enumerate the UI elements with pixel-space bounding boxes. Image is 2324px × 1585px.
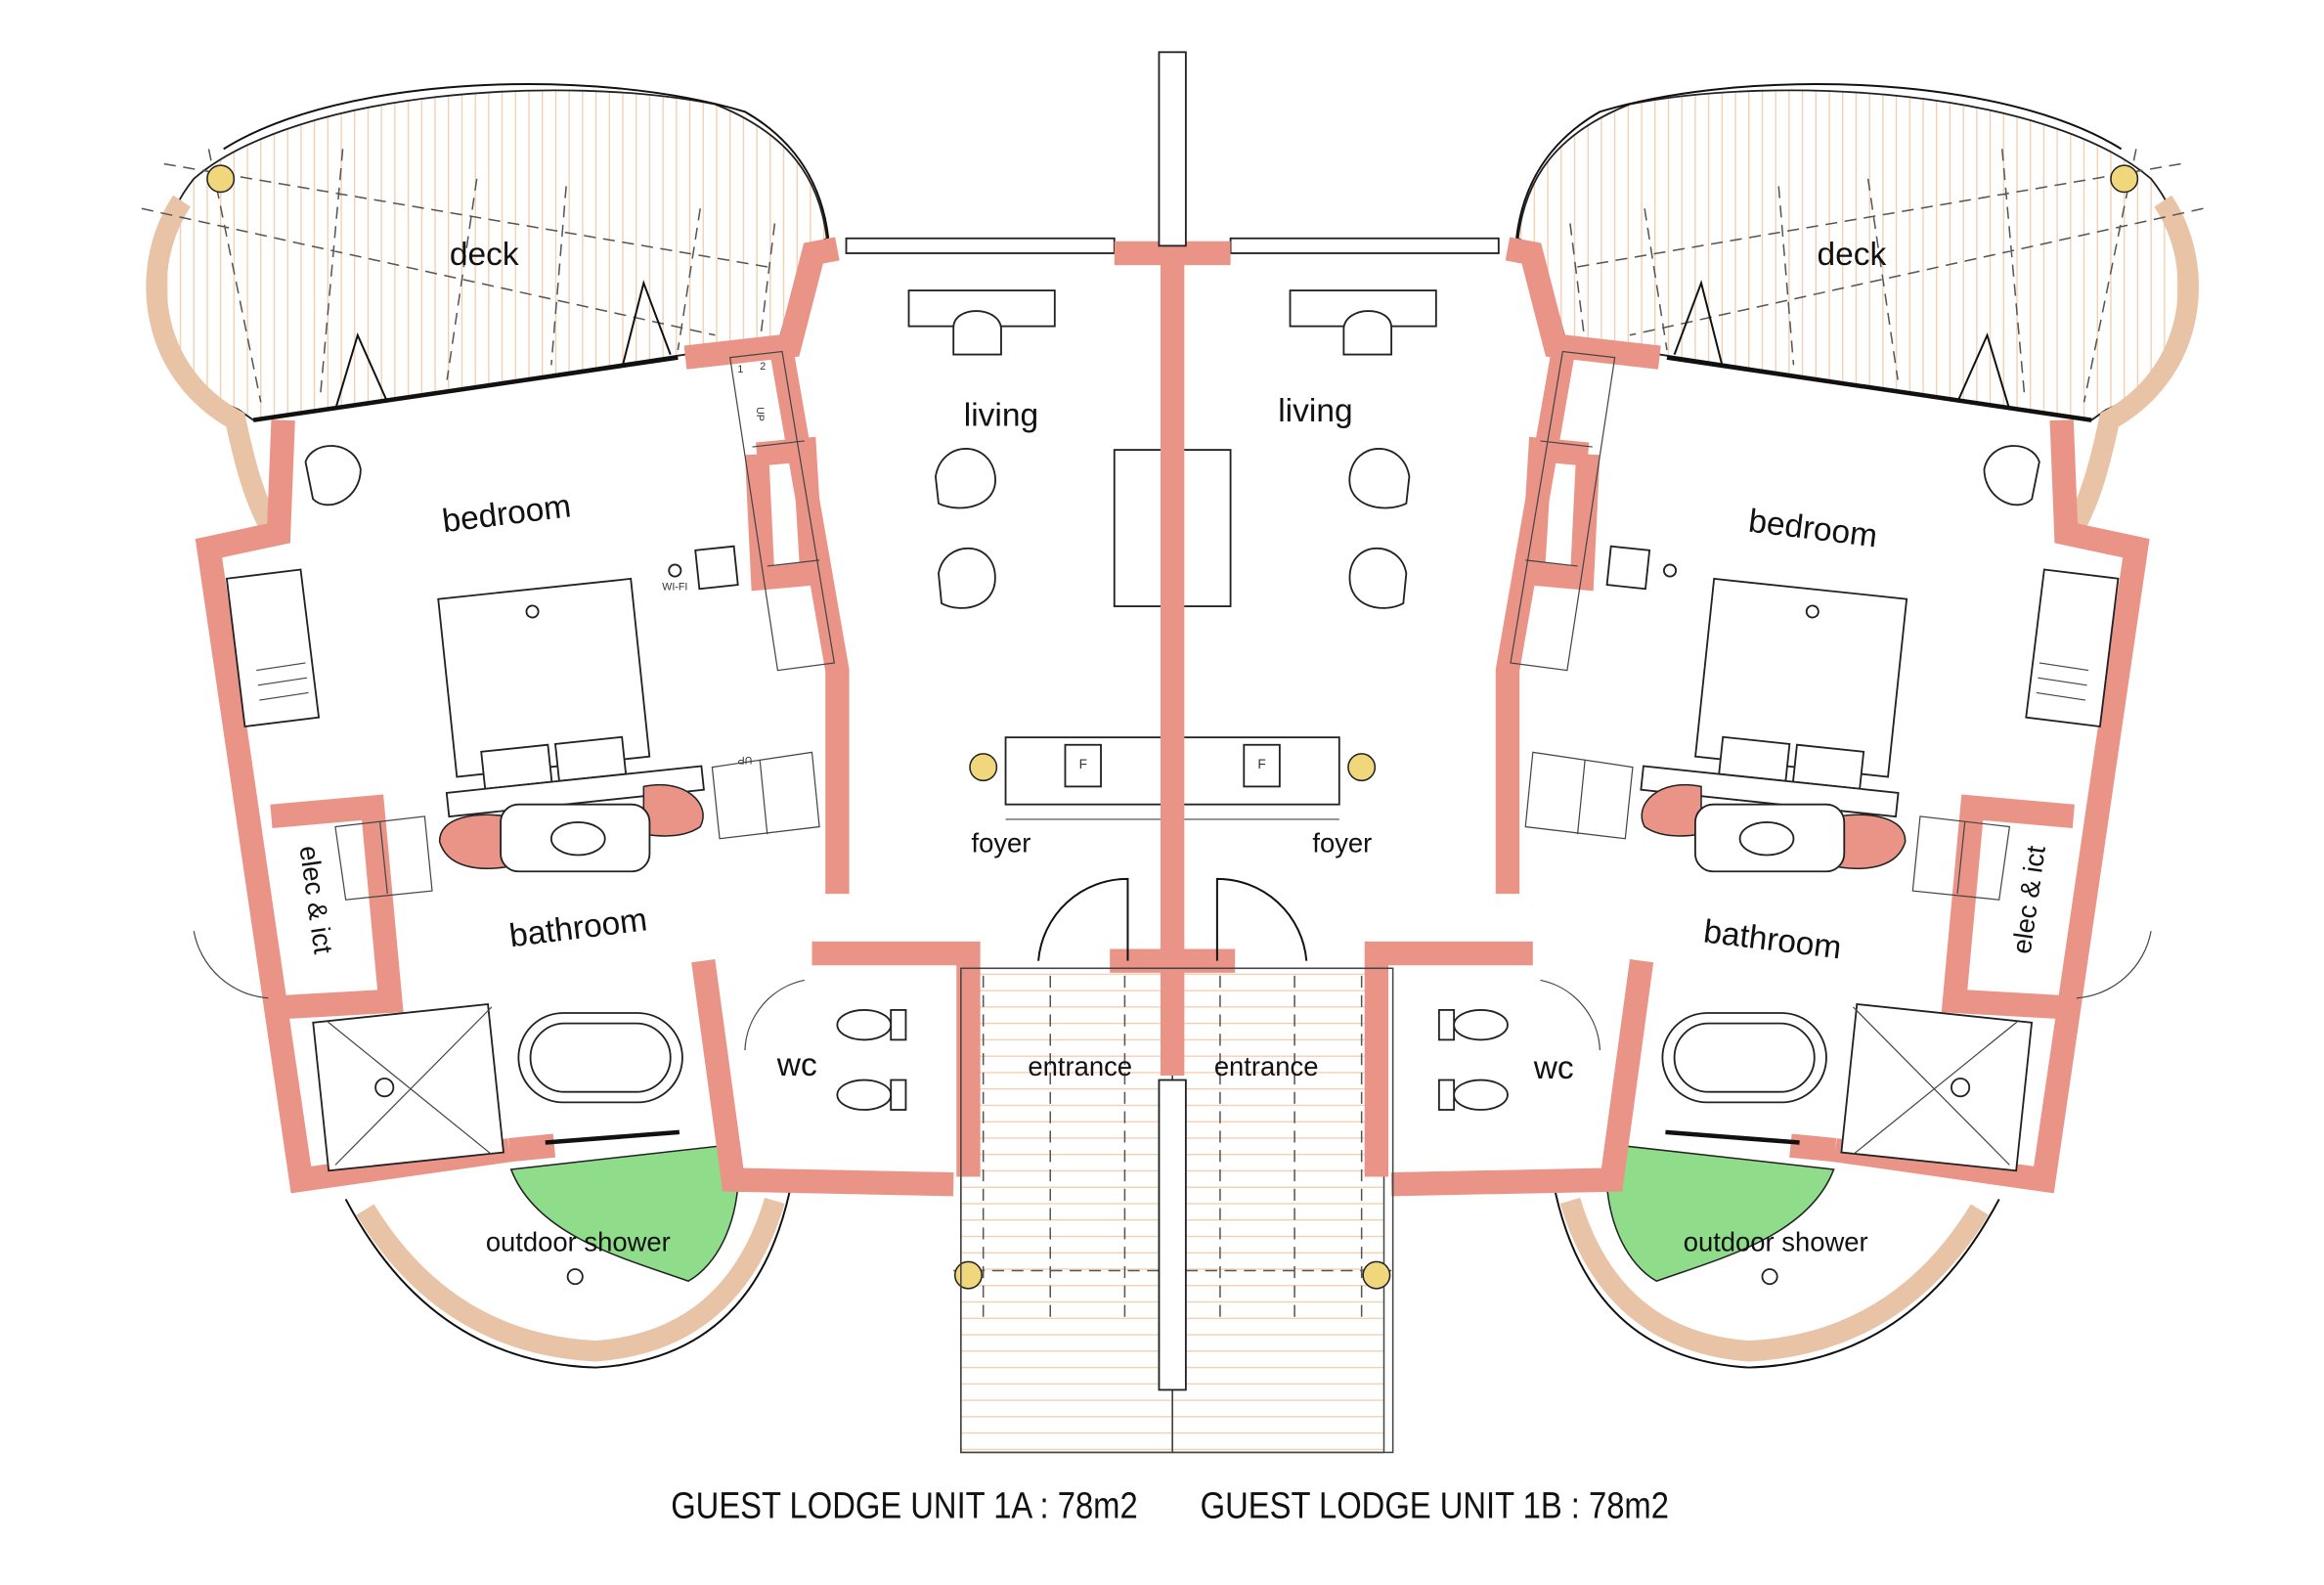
room-label-living: living bbox=[964, 398, 1038, 434]
room-label-bedroom: bedroom bbox=[1746, 504, 1879, 555]
room-label-foyer: foyer bbox=[971, 827, 1030, 858]
step-number: 1 bbox=[737, 364, 743, 375]
room-label-bathroom: bathroom bbox=[1701, 913, 1843, 966]
room-label-bedroom: bedroom bbox=[440, 488, 573, 540]
room-label-wc: wc bbox=[776, 1047, 817, 1083]
unit-1b-caption: GUEST LODGE UNIT 1B : 78m2 bbox=[1201, 1484, 1669, 1526]
party-wall bbox=[960, 51, 1394, 1454]
room-label-bathroom: bathroom bbox=[507, 902, 649, 954]
step-number: 2 bbox=[760, 361, 766, 373]
unit-1a-caption: GUEST LODGE UNIT 1A : 78m2 bbox=[671, 1484, 1137, 1526]
room-label-deck: deck bbox=[1817, 237, 1886, 273]
room-label-elec-ict: elec & ict bbox=[2006, 844, 2051, 956]
room-label-outdoor-shower: outdoor shower bbox=[486, 1227, 671, 1257]
room-label-deck: deck bbox=[450, 237, 519, 273]
room-label-outdoor-shower: outdoor shower bbox=[1684, 1227, 1868, 1257]
fridge-label: F bbox=[1257, 757, 1265, 771]
fridge-label: F bbox=[1079, 757, 1087, 771]
unit-1a-labels: deck living bedroom bathroom foyer wc en… bbox=[293, 237, 1132, 1257]
room-label-wc: wc bbox=[1533, 1050, 1574, 1086]
wifi-label: WI-FI bbox=[662, 581, 687, 593]
room-label-entrance: entrance bbox=[1028, 1051, 1132, 1081]
stair-up-label: UP bbox=[754, 407, 766, 421]
room-label-foyer: foyer bbox=[1312, 827, 1372, 858]
stair-up-label: UP bbox=[738, 754, 753, 766]
room-label-elec-ict: elec & ict bbox=[293, 844, 338, 956]
room-label-living: living bbox=[1278, 393, 1352, 429]
room-label-entrance: entrance bbox=[1214, 1051, 1319, 1081]
